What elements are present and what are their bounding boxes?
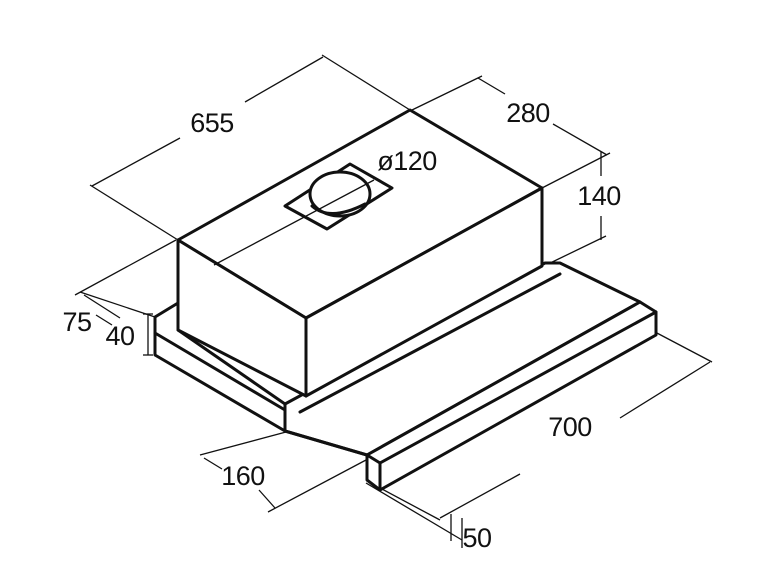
dimension-lines	[74, 54, 713, 548]
dimension-labels: 655 280 ø120 140 75 40 700 160 50	[62, 98, 621, 553]
label-duct-diameter: ø120	[377, 146, 437, 176]
label-depth-top: 280	[506, 98, 550, 128]
label-panel-depth: 50	[462, 523, 491, 553]
hood-drawing	[153, 108, 658, 492]
motor-body-side	[304, 186, 544, 398]
front-panel	[365, 300, 658, 492]
label-width-top: 655	[190, 108, 234, 138]
label-width-drawer: 700	[548, 412, 592, 442]
label-drawer-depth: 160	[221, 461, 265, 491]
duct-outlet-icon	[308, 170, 372, 218]
label-offset-side: 75	[62, 307, 91, 337]
label-height-body: 140	[577, 181, 621, 211]
label-front-height: 40	[105, 321, 134, 351]
